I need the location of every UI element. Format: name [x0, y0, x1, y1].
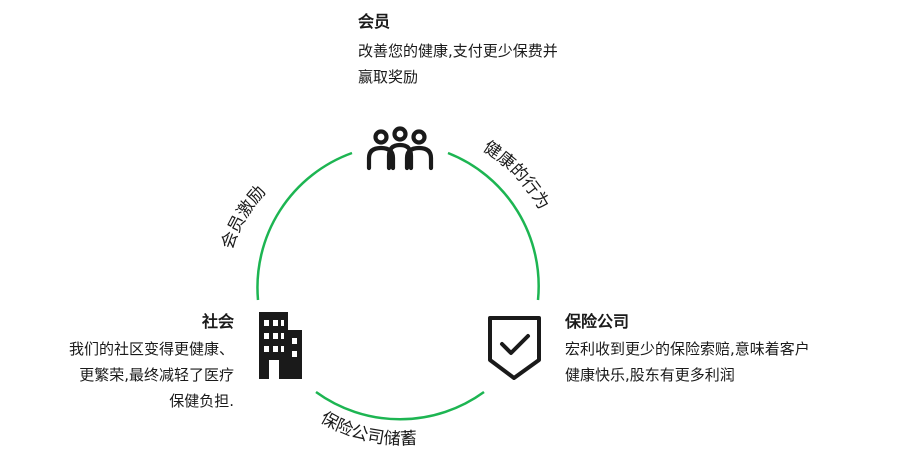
- cycle-arc-bottom: [315, 390, 485, 421]
- member-description: 改善您的健康,支付更少保费并 赢取奖励: [358, 38, 558, 90]
- arc-label-member-incentive: 会员激励: [218, 182, 270, 252]
- insurer-description: 宏利收到更少的保险索赔,意味着客户 健康快乐,股东有更多利润: [565, 336, 910, 388]
- insurer-desc-line-1: 宏利收到更少的保险索赔,意味着客户: [565, 340, 810, 358]
- arc-label-healthy-behavior: 健康的行为: [479, 137, 553, 213]
- member-title: 会员: [358, 12, 391, 31]
- member-desc-line-1: 改善您的健康,支付更少保费并: [358, 42, 558, 60]
- society-desc-line-1: 我们的社区变得更健康、: [68, 340, 234, 358]
- society-desc-line-2: 更繁荣,最终减轻了医疗: [79, 366, 234, 384]
- cycle-arc-left: [256, 151, 353, 301]
- cycle-arc-right: [447, 151, 540, 301]
- people-group-icon: [366, 126, 434, 171]
- member-desc-line-2: 赢取奖励: [358, 68, 419, 86]
- building-icon: [259, 312, 302, 379]
- insurer-title: 保险公司: [565, 312, 630, 331]
- insurer-desc-line-2: 健康快乐,股东有更多利润: [565, 366, 735, 384]
- shield-check-icon: [488, 316, 541, 380]
- society-desc-line-3: 保健负担.: [169, 392, 234, 410]
- society-description: 我们的社区变得更健康、 更繁荣,最终减轻了医疗 保健负担.: [0, 336, 234, 414]
- society-title: 社会: [201, 312, 234, 331]
